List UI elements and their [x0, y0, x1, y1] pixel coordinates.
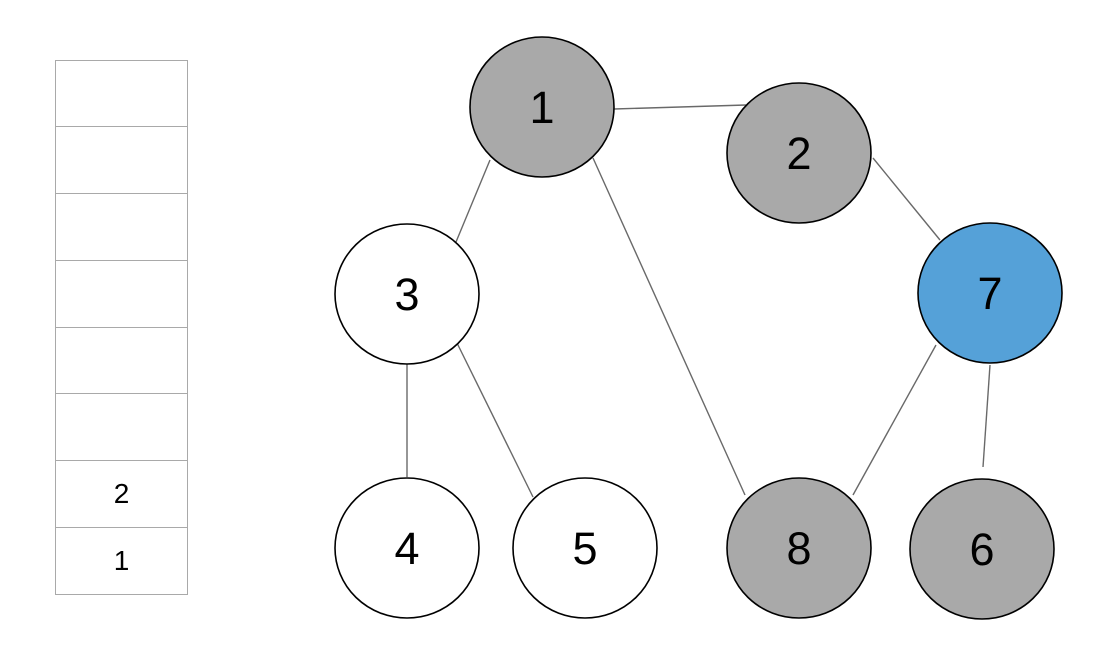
edge-2-7 — [872, 157, 941, 241]
edge-1-3 — [455, 159, 491, 243]
stack-cell-4 — [55, 327, 188, 395]
graph-node-8 — [726, 477, 872, 619]
graph-node-label-6: 6 — [969, 524, 994, 575]
graph-node-label-5: 5 — [572, 523, 597, 574]
graph-node-5 — [512, 477, 658, 619]
edge-1-2 — [613, 104, 747, 110]
graph-node-1 — [469, 36, 615, 178]
stack-cell-1: 1 — [55, 528, 188, 596]
graph-node-7 — [917, 222, 1063, 364]
edge-1-8 — [592, 157, 746, 496]
graph-node-label-2: 2 — [786, 128, 811, 179]
stack-cell-7 — [55, 126, 188, 194]
edge-7-8 — [852, 344, 937, 496]
edge-7-6 — [982, 364, 991, 468]
graph-node-3 — [334, 223, 480, 365]
stack-cell-6 — [55, 193, 188, 261]
graph-node-6 — [909, 478, 1055, 620]
graph-node-label-8: 8 — [786, 523, 811, 574]
edge-3-5 — [456, 342, 534, 498]
graph-node-2 — [726, 82, 872, 224]
graph-node-label-3: 3 — [394, 269, 419, 320]
graph-node-label-4: 4 — [394, 523, 419, 574]
stack-cell-3 — [55, 394, 188, 462]
stack-cell-5 — [55, 260, 188, 328]
graph-node-label-7: 7 — [977, 268, 1002, 319]
stack-cell-8 — [55, 60, 188, 127]
graph-node-4 — [334, 477, 480, 619]
stack-cell-2: 2 — [55, 461, 188, 529]
graph-node-label-1: 1 — [529, 82, 554, 133]
